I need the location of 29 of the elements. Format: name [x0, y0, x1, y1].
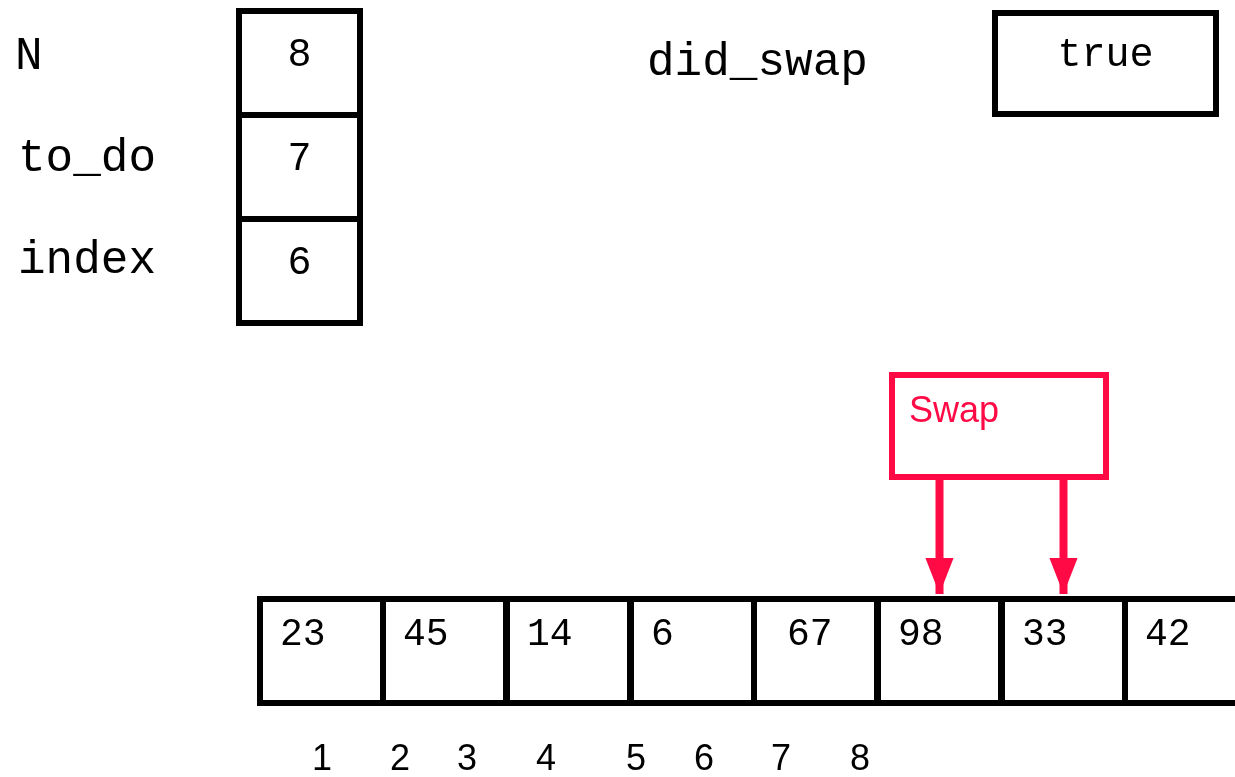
value-text: 67 [787, 613, 833, 656]
variable-name: N [15, 34, 43, 80]
position-number: 4 [536, 740, 557, 776]
value-text: 7 [287, 140, 312, 180]
position-number: 2 [390, 740, 411, 776]
variable-box [992, 10, 1219, 117]
position-number: 5 [626, 740, 647, 776]
position-number: 7 [771, 740, 792, 776]
variable-name: index [18, 238, 157, 284]
position-number: 3 [457, 740, 478, 776]
position-number: 8 [850, 740, 871, 776]
arrow [1049, 480, 1078, 594]
value-text: 42 [1145, 613, 1191, 656]
value-text: 33 [1022, 613, 1068, 656]
position-number: 6 [694, 740, 715, 776]
variable-name: did_swap [647, 40, 868, 86]
swap-label: Swap [909, 389, 1000, 430]
value-text: 8 [287, 36, 312, 76]
value-text: 14 [527, 613, 573, 656]
position-number: 1 [312, 740, 333, 776]
swap-box [889, 372, 1109, 480]
arrow [925, 480, 954, 594]
variable-name: to_do [18, 136, 157, 182]
value-text: 6 [651, 613, 674, 656]
value-text: true [1057, 36, 1154, 76]
value-text: 98 [898, 613, 944, 656]
value-text: 23 [280, 613, 326, 656]
value-text: 6 [287, 244, 312, 284]
value-text: 45 [403, 613, 449, 656]
